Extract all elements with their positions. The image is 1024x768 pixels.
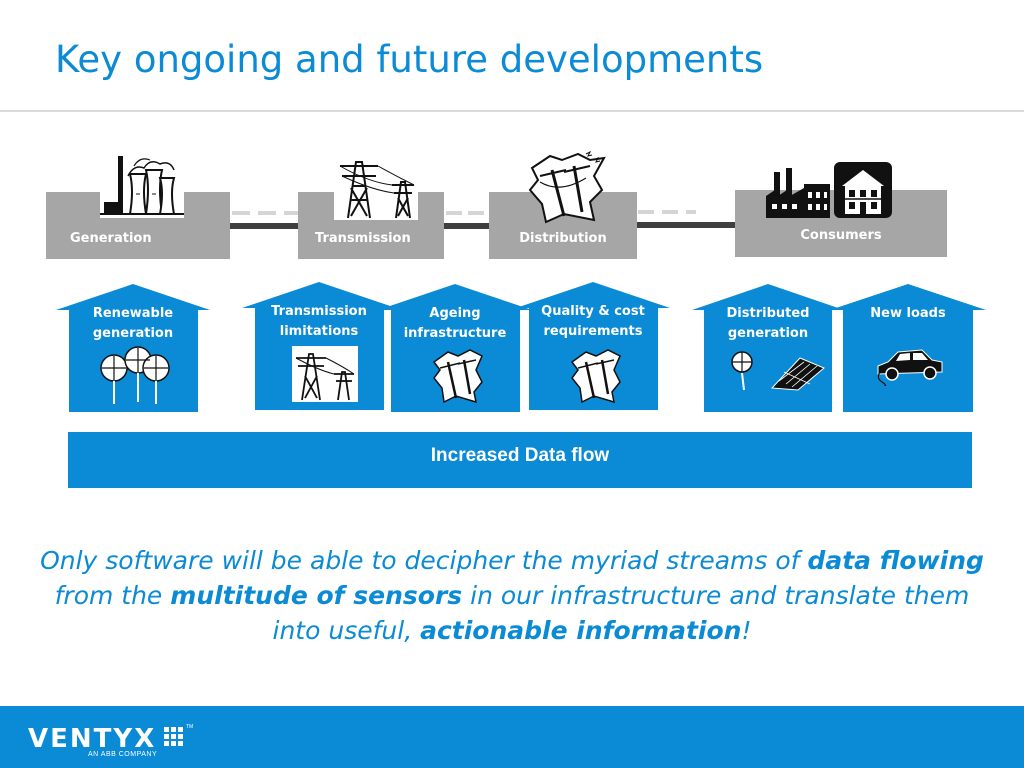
data-flow-bar: Increased Data flow: [68, 432, 972, 488]
quote-emphasis: multitude of sensors: [170, 581, 463, 610]
driver-ageing-infrastructure: Ageing infrastructure: [378, 284, 532, 412]
data-flow-label: Increased Data flow: [430, 445, 610, 466]
connector-line: [443, 223, 490, 229]
house-icon: [834, 162, 892, 218]
distribution-pole-icon: [570, 349, 621, 404]
distribution-pole-icon: [528, 150, 606, 224]
connector-line: [229, 223, 299, 229]
logo-grid-icon: [164, 727, 183, 746]
power-plant-icon: [100, 154, 184, 218]
wind-turbine-icon: [731, 351, 753, 391]
stage-consumers: Consumers: [735, 190, 947, 257]
driver-distributed-line1: Distributed: [726, 306, 810, 321]
page-title: Key ongoing and future developments: [55, 38, 764, 81]
stage-distribution: Distribution: [489, 192, 637, 259]
driver-ageing-line2: infrastructure: [403, 326, 507, 341]
quote-part: in our infrastructure and translate them…: [272, 581, 970, 645]
driver-distributed-generation: Distributed generation: [692, 284, 844, 412]
quote-emphasis: data flowing: [807, 546, 984, 575]
logo-tagline: AN ABB COMPANY: [88, 751, 158, 758]
stage-transmission-label: Transmission: [315, 231, 411, 246]
driver-new-loads-label: New loads: [870, 306, 946, 321]
driver-renewable-line1: Renewable: [92, 306, 174, 321]
quote-text: Only software will be able to decipher t…: [40, 543, 984, 648]
logo-trademark: TM: [186, 724, 194, 730]
driver-new-loads: New loads: [830, 284, 986, 412]
driver-renewable-generation: Renewable generation: [56, 284, 210, 412]
quote-part: from the: [54, 581, 171, 610]
wind-turbine-icon: [100, 346, 170, 404]
solar-panel-icon: [770, 357, 825, 391]
connector-dash: [638, 210, 696, 214]
driver-transmission-line1: Transmission: [271, 304, 367, 319]
stage-generation-label: Generation: [70, 231, 152, 246]
driver-quality-line1: Quality & cost: [541, 304, 645, 319]
driver-transmission-line2: limitations: [279, 324, 359, 339]
quote-part: Only software will be able to decipher t…: [40, 546, 808, 575]
transmission-tower-icon: [334, 152, 418, 220]
transmission-tower-icon: [292, 346, 358, 402]
stage-distribution-label: Distribution: [519, 231, 607, 246]
quote-emphasis: actionable information: [420, 616, 742, 645]
driver-distributed-line2: generation: [727, 326, 809, 341]
driver-quality-cost: Quality & cost requirements: [516, 282, 670, 410]
connector-line: [636, 222, 736, 228]
driver-transmission-limitations: Transmission limitations: [242, 282, 396, 410]
title-divider: [0, 110, 1024, 112]
stage-consumers-label: Consumers: [800, 228, 882, 243]
ventyx-logo: VENTYX: [28, 724, 157, 754]
distribution-pole-icon: [432, 349, 483, 404]
footer-bar: VENTYX AN ABB COMPANY TM: [0, 706, 1024, 768]
driver-quality-line2: requirements: [543, 324, 643, 339]
connector-dash: [446, 211, 488, 215]
driver-renewable-line2: generation: [92, 326, 174, 341]
car-icon: [877, 349, 943, 386]
factory-icon: [766, 168, 830, 218]
connector-dash: [232, 211, 298, 215]
quote-part: !: [741, 616, 752, 645]
driver-ageing-line1: Ageing: [429, 306, 481, 321]
